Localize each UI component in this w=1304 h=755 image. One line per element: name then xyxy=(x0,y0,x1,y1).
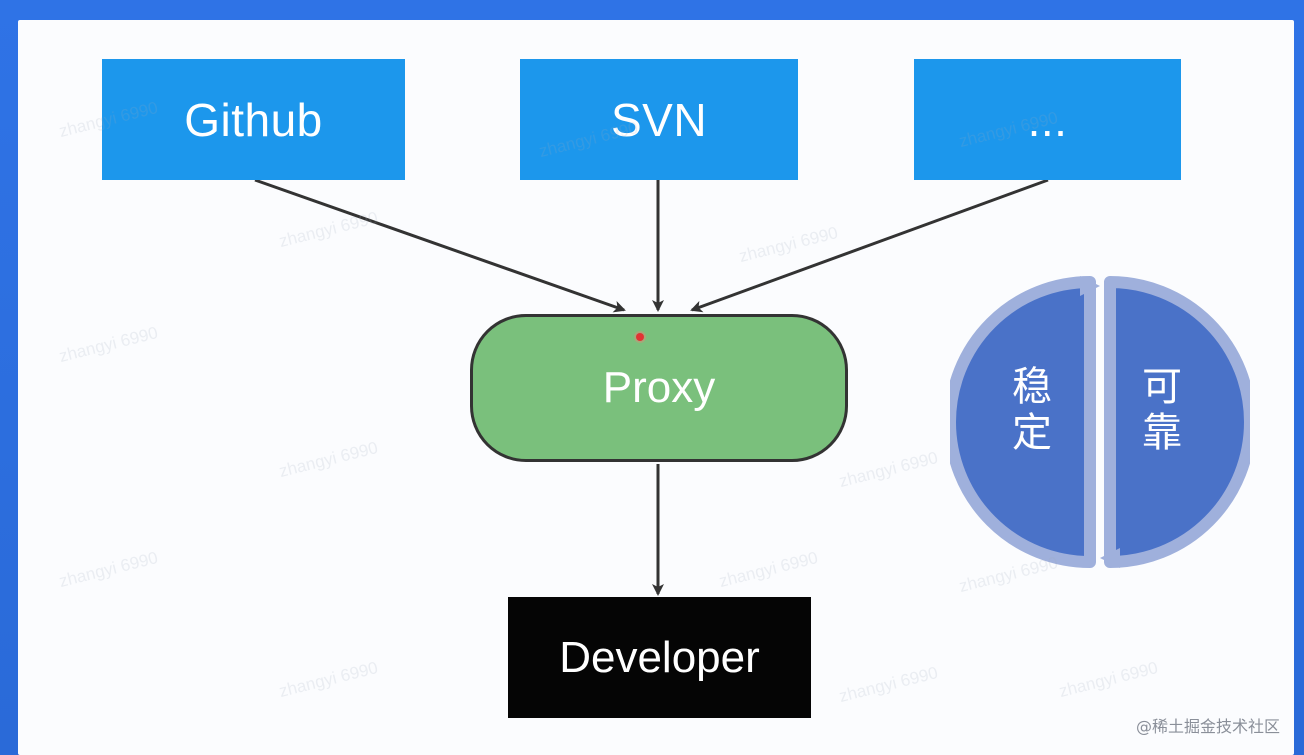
watermark-text: zhangyi 6990 xyxy=(837,448,940,491)
cycle-arrow-bottom-icon xyxy=(1100,548,1120,568)
developer-node: Developer xyxy=(508,597,811,718)
reliable-label: 可 靠 xyxy=(1132,364,1192,456)
watermark-text: zhangyi 6990 xyxy=(277,658,380,701)
cycle-graphic xyxy=(944,276,1256,568)
diagram-canvas: Github SVN ... Proxy Developer 稳 定 可 靠 xyxy=(18,20,1294,755)
watermark-text: zhangyi 6990 xyxy=(717,548,820,591)
svn-node: SVN xyxy=(520,59,798,180)
cycle-left-half xyxy=(944,276,1096,568)
reliable-label-text: 可 靠 xyxy=(1142,364,1182,456)
watermark-text: zhangyi 6990 xyxy=(837,663,940,706)
stable-label-text: 稳 定 xyxy=(1012,364,1052,456)
cycle-arrow-top-icon xyxy=(1080,276,1100,296)
watermark-text: zhangyi 6990 xyxy=(57,323,160,366)
watermark-text: zhangyi 6990 xyxy=(1057,658,1160,701)
watermark-text: zhangyi 6990 xyxy=(57,548,160,591)
github-node: Github xyxy=(102,59,405,180)
cycle-right-half xyxy=(1104,276,1256,568)
more-sources-node: ... xyxy=(914,59,1181,180)
watermark-text: zhangyi 6990 xyxy=(277,208,380,251)
proxy-node: Proxy xyxy=(470,314,848,462)
pointer-dot xyxy=(636,333,644,341)
edge-github-to-proxy xyxy=(254,178,626,313)
stable-label: 稳 定 xyxy=(1002,364,1062,456)
stability-reliability-cycle: 稳 定 可 靠 xyxy=(944,276,1256,568)
watermark-text: zhangyi 6990 xyxy=(277,438,380,481)
watermark-text: zhangyi 6990 xyxy=(737,223,840,266)
source-credit: @稀土掘金技术社区 xyxy=(1135,717,1280,736)
